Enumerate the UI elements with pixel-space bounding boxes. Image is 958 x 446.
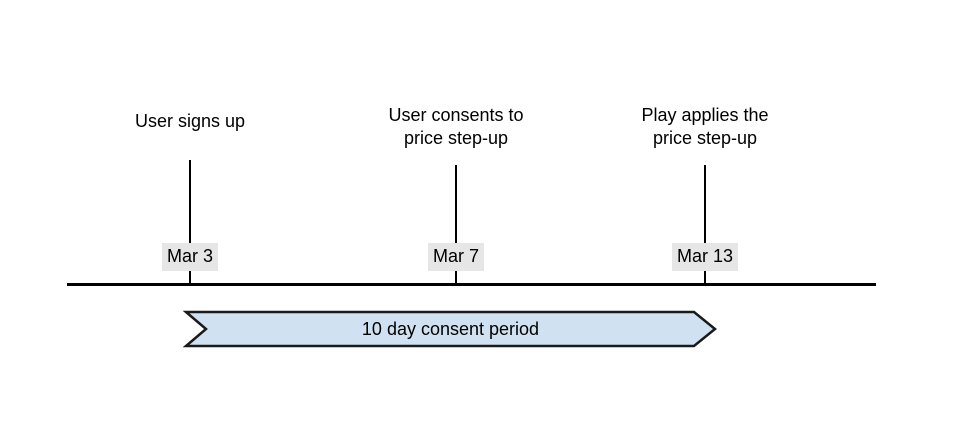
tick-line-mar-3 xyxy=(189,160,191,286)
tick-line-mar-13 xyxy=(704,165,706,286)
event-label-user-signs-up: User signs up xyxy=(134,111,246,131)
tick-line-mar-7 xyxy=(455,165,457,286)
event-label-line-1: Play applies the xyxy=(641,105,769,125)
event-label-line-1: User consents to xyxy=(388,105,524,125)
event-label-play-applies: Play applies the price step-up xyxy=(590,104,820,150)
event-label-user-consents: User consents to price step-up xyxy=(341,104,571,150)
event-label-line-2: price step-up xyxy=(652,128,758,148)
consent-period-banner: 10 day consent period xyxy=(186,312,715,346)
date-chip-mar-7: Mar 7 xyxy=(428,243,485,271)
event-label-line-2: price step-up xyxy=(403,128,509,148)
date-chip-mar-13: Mar 13 xyxy=(672,243,739,271)
consent-period-arrow-shape xyxy=(186,312,715,346)
date-chip-mar-3: Mar 3 xyxy=(162,243,219,271)
timeline-axis xyxy=(67,283,876,286)
